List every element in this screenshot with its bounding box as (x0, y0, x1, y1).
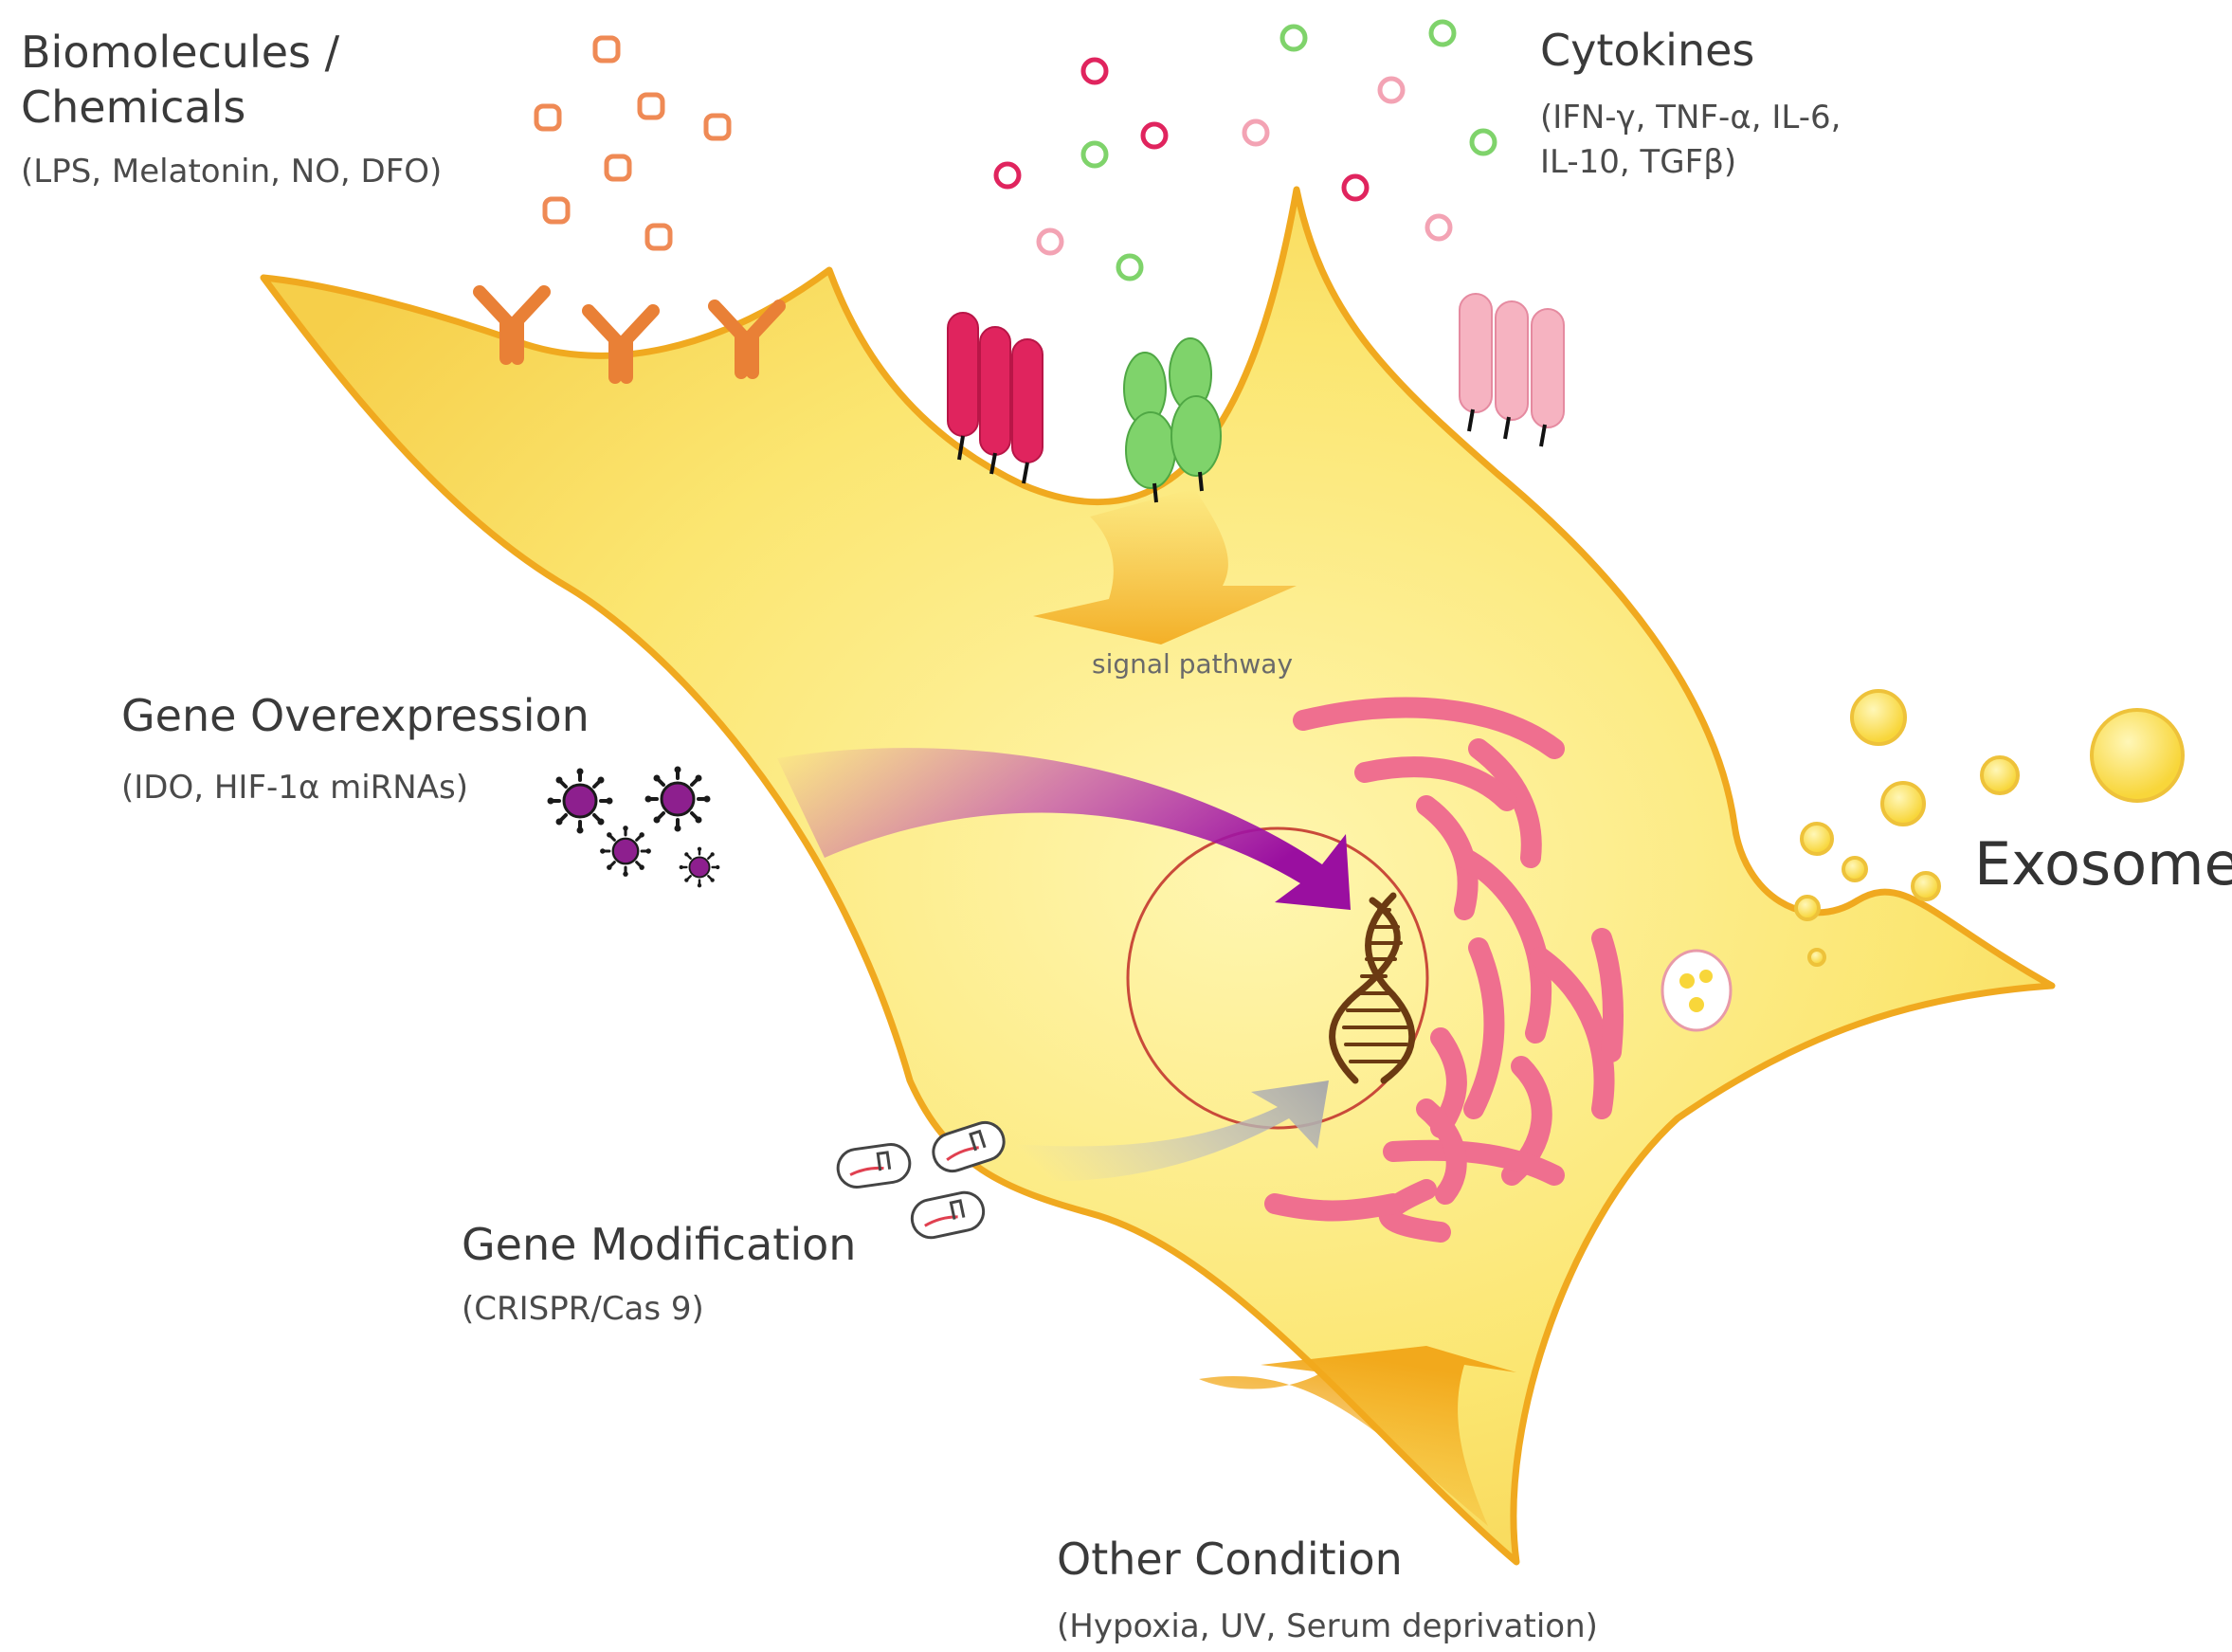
biomolecules-examples: (LPS, Melatonin, NO, DFO) (21, 153, 443, 191)
exosomes (1794, 689, 2185, 967)
gene-modification-arrow (976, 1080, 1329, 1182)
cytokine-particles (993, 19, 1497, 281)
cytokine-receptor-light-pink (1459, 293, 1565, 447)
crispr-plasmids (834, 1116, 1010, 1243)
cytokines-examples-line2: IL-10, TGFβ) (1540, 143, 1737, 181)
dna-helix (1329, 892, 1416, 1084)
cytokines-title: Cytokines (1540, 25, 1755, 76)
gene-modification-title: Gene Modification (462, 1219, 857, 1270)
endoplasmic-reticulum (1264, 697, 1624, 1243)
cell-body (260, 186, 2056, 1566)
other-condition-examples: (Hypoxia, UV, Serum deprivation) (1057, 1607, 1598, 1645)
gene-overexpression-arrow (777, 748, 1351, 910)
exosome-label: Exosome (1974, 829, 2232, 899)
other-condition-title: Other Condition (1057, 1534, 1403, 1585)
gene-overexpression-examples: (IDO, HIF-1α miRNAs) (121, 769, 468, 807)
cytokine-receptor-dark-pink (947, 312, 1043, 484)
gene-modification-examples: (CRISPR/Cas 9) (462, 1290, 704, 1328)
signal-pathway-label: signal pathway (1092, 648, 1294, 680)
biomolecules-title-line2: Chemicals (21, 82, 246, 133)
cytokine-receptor-green (1123, 337, 1222, 503)
cytokines-examples-line1: (IFN-γ, TNF-α, IL-6, (1540, 99, 1842, 136)
nucleus (1126, 826, 1429, 1130)
viral-vectors (545, 764, 721, 889)
signal-pathway-arrow (1033, 488, 1297, 644)
other-condition-arrow (1199, 1346, 1516, 1526)
biomolecule-particles (534, 35, 732, 251)
multivesicular-body (1660, 949, 1733, 1032)
biomolecules-title-line1: Biomolecules / (21, 27, 340, 78)
gene-overexpression-title: Gene Overexpression (121, 690, 590, 741)
